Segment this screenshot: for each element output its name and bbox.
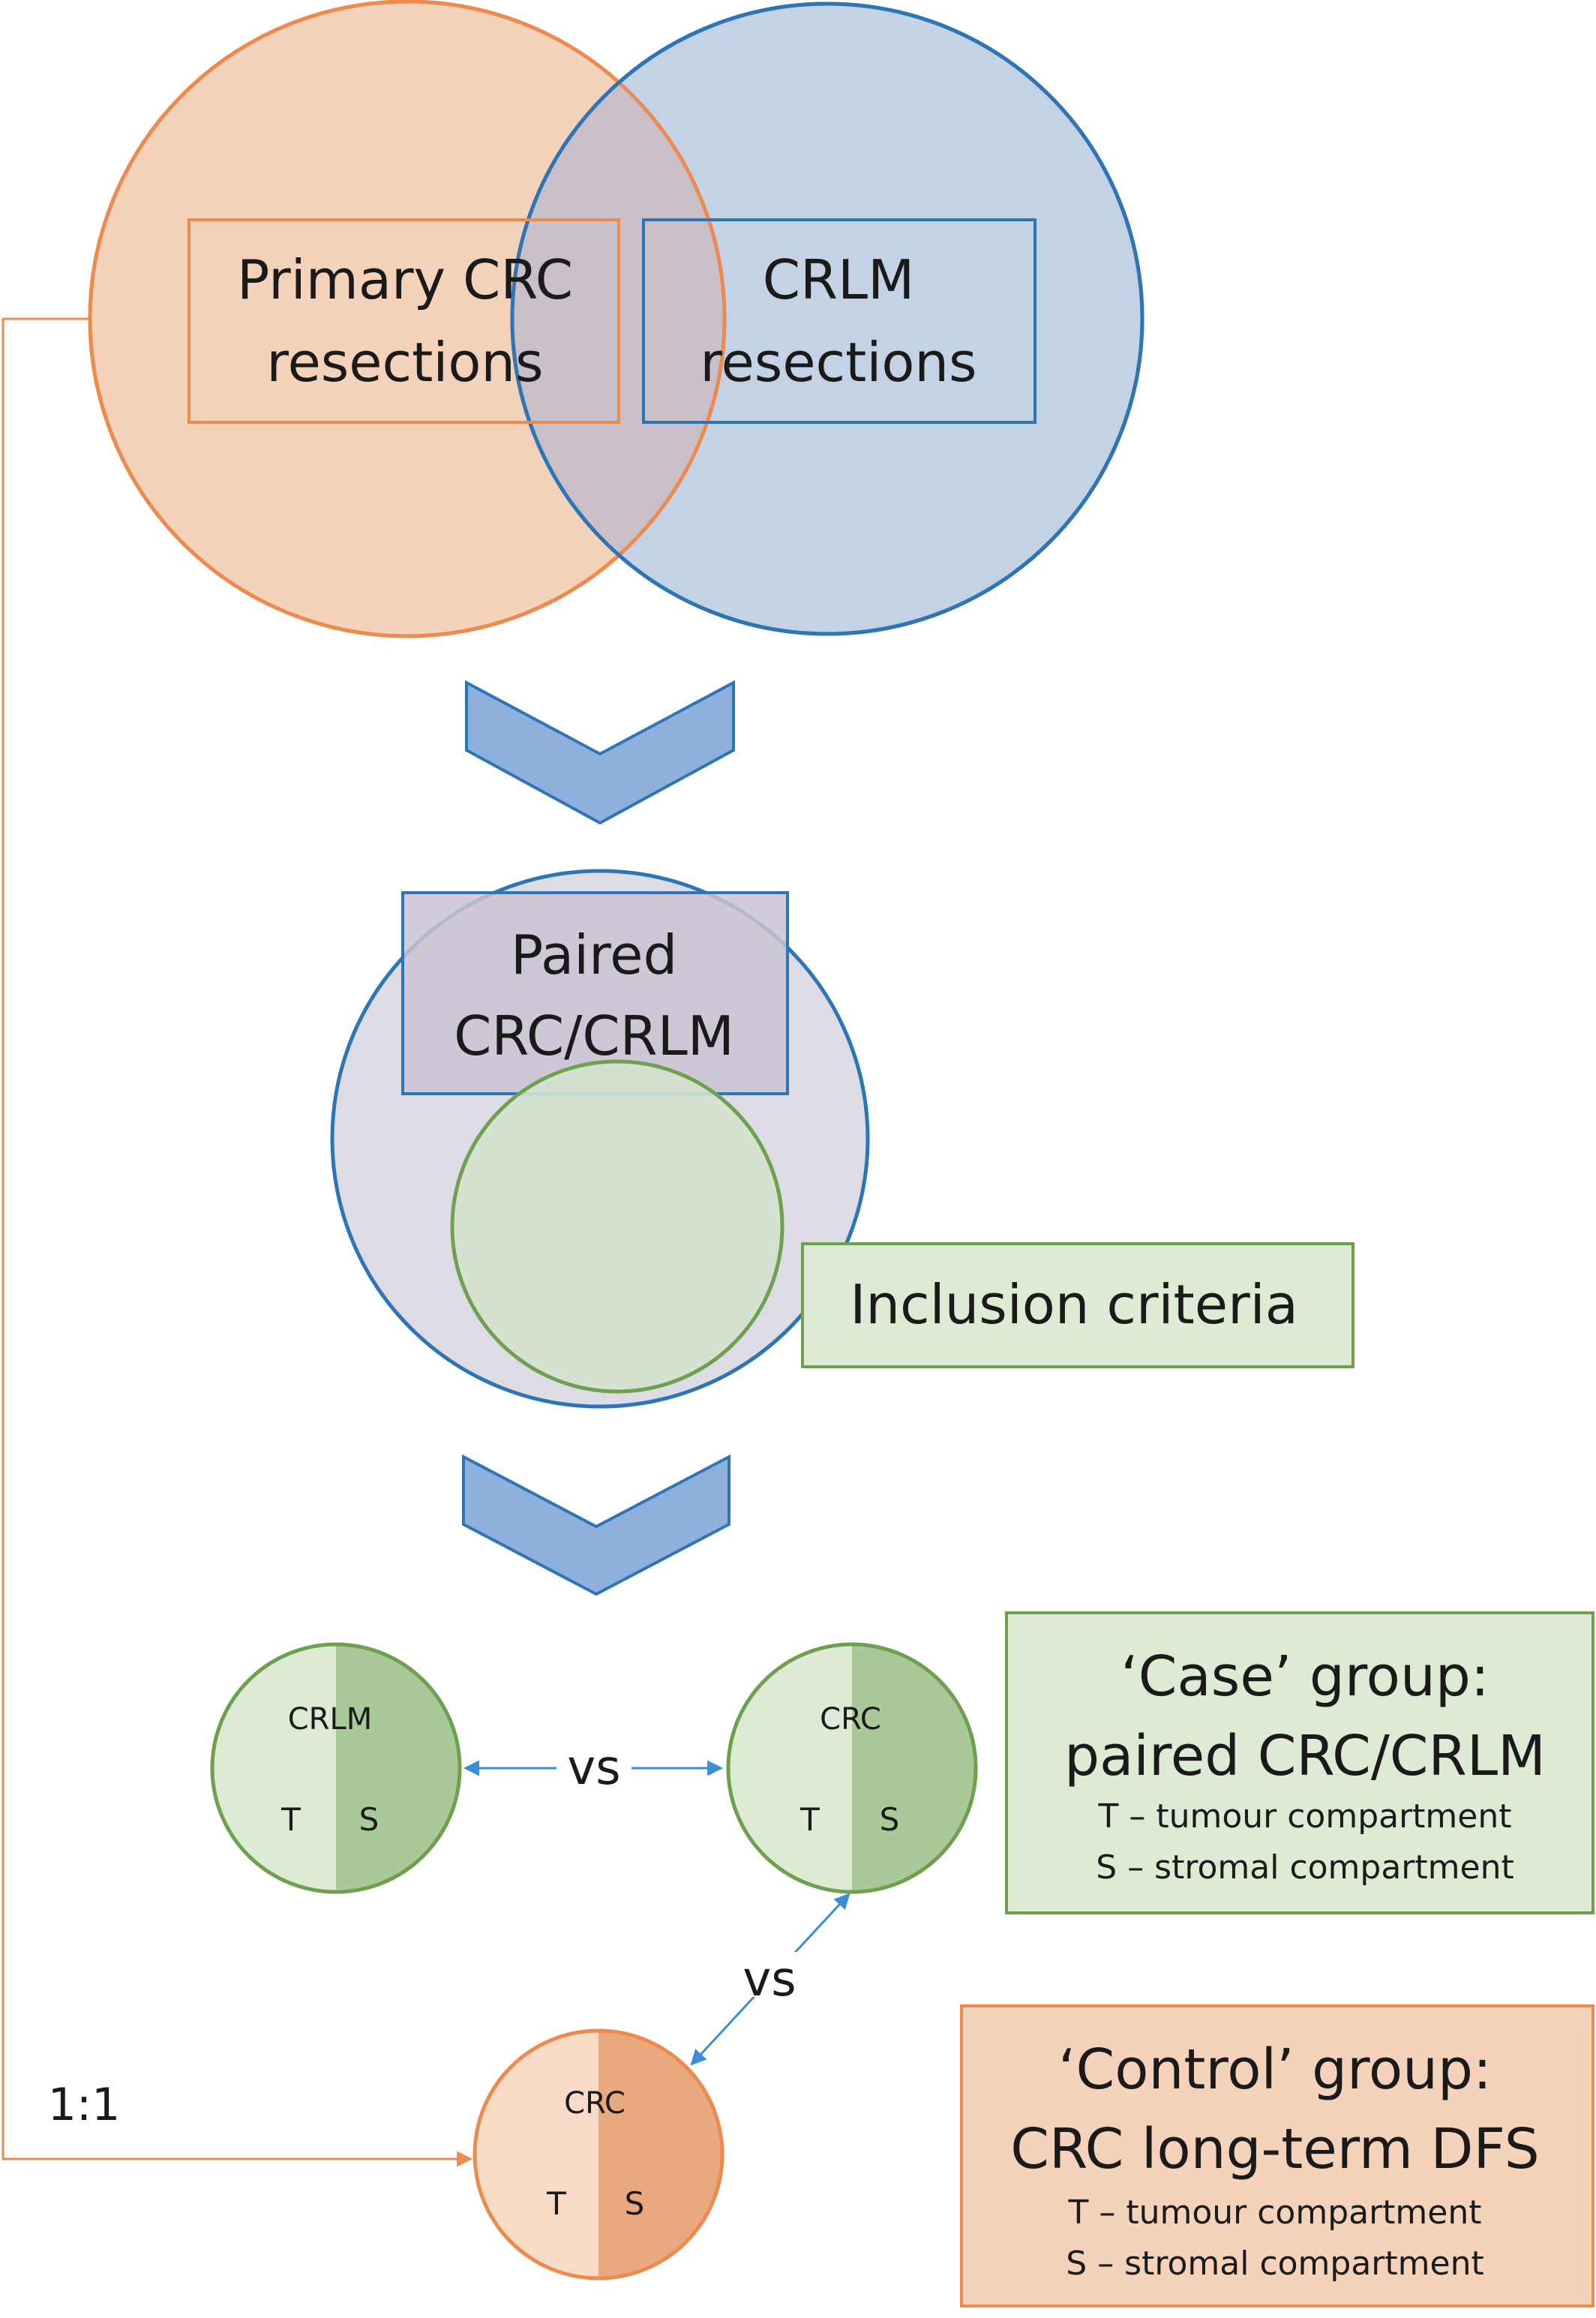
control-crc-t-label: T: [546, 2185, 566, 2222]
ratio-label: 1:1: [48, 2079, 121, 2131]
crlm-label-line1: CRLM: [763, 248, 915, 311]
down-chevron-icon: [465, 680, 735, 825]
case-box-line3: T – tumour compartment: [1097, 1797, 1511, 1836]
inclusion-label: Inclusion criteria: [850, 1273, 1298, 1336]
primary-crc-label-line2: resections: [266, 331, 543, 394]
control-crc-s-label: S: [625, 2185, 645, 2222]
control-box-line1: ‘Control’ group:: [1058, 2037, 1492, 2102]
case-crc-s-label: S: [880, 1801, 900, 1838]
paired-section: Paired CRC/CRLM Inclusion criteria: [330, 869, 1354, 1409]
top-venn: Primary CRC resections CRLM resections: [88, 0, 1144, 638]
down-chevron-icon: [462, 1454, 730, 1596]
paired-label-line2: CRC/CRLM: [454, 1004, 734, 1067]
paired-box: [401, 891, 789, 1095]
control-group-box: ‘Control’ group: CRC long-term DFS T – t…: [960, 2004, 1594, 2307]
control-box-line2: CRC long-term DFS: [1010, 2117, 1540, 2181]
case-crc-title: CRC: [820, 1702, 881, 1737]
control-crc-title: CRC: [564, 2086, 626, 2121]
crlm-circle-outline: [510, 2, 1144, 636]
case-box-line1: ‘Case’ group:: [1120, 1644, 1490, 1709]
case-group-box: ‘Case’ group: paired CRC/CRLM T – tumour…: [1005, 1611, 1594, 1914]
control-connector-line: [2, 317, 473, 2167]
case-box-line4: S – stromal compartment: [1096, 1848, 1514, 1887]
case-crc-t-label: T: [800, 1801, 820, 1838]
case-crlm-title: CRLM: [288, 1702, 373, 1737]
primary-crc-box: [188, 218, 620, 424]
crlm-label-line2: resections: [700, 331, 976, 394]
control-box-line4: S – stromal compartment: [1066, 2244, 1484, 2283]
case-crlm-s-label: S: [359, 1801, 380, 1838]
case-box-line2: paired CRC/CRLM: [1064, 1724, 1546, 1788]
case-crc-circle: CRC T S: [726, 1642, 978, 1894]
crlm-box: [642, 218, 1036, 424]
venn-overlap: [512, 4, 724, 634]
inclusion-box: [801, 1242, 1354, 1368]
control-crc-circle: CRC T S: [472, 2028, 724, 2280]
control-box-line3: T – tumour compartment: [1067, 2193, 1481, 2232]
vs-vertical-label: vs: [742, 1952, 796, 2007]
vs-horizontal-label: vs: [567, 1740, 620, 1796]
paired-label-line1: Paired: [511, 923, 677, 986]
primary-crc-label-line1: Primary CRC: [237, 248, 573, 311]
inclusion-circle: [450, 1059, 784, 1394]
case-crlm-circle: CRLM T S: [210, 1642, 462, 1894]
case-crlm-t-label: T: [280, 1801, 301, 1838]
